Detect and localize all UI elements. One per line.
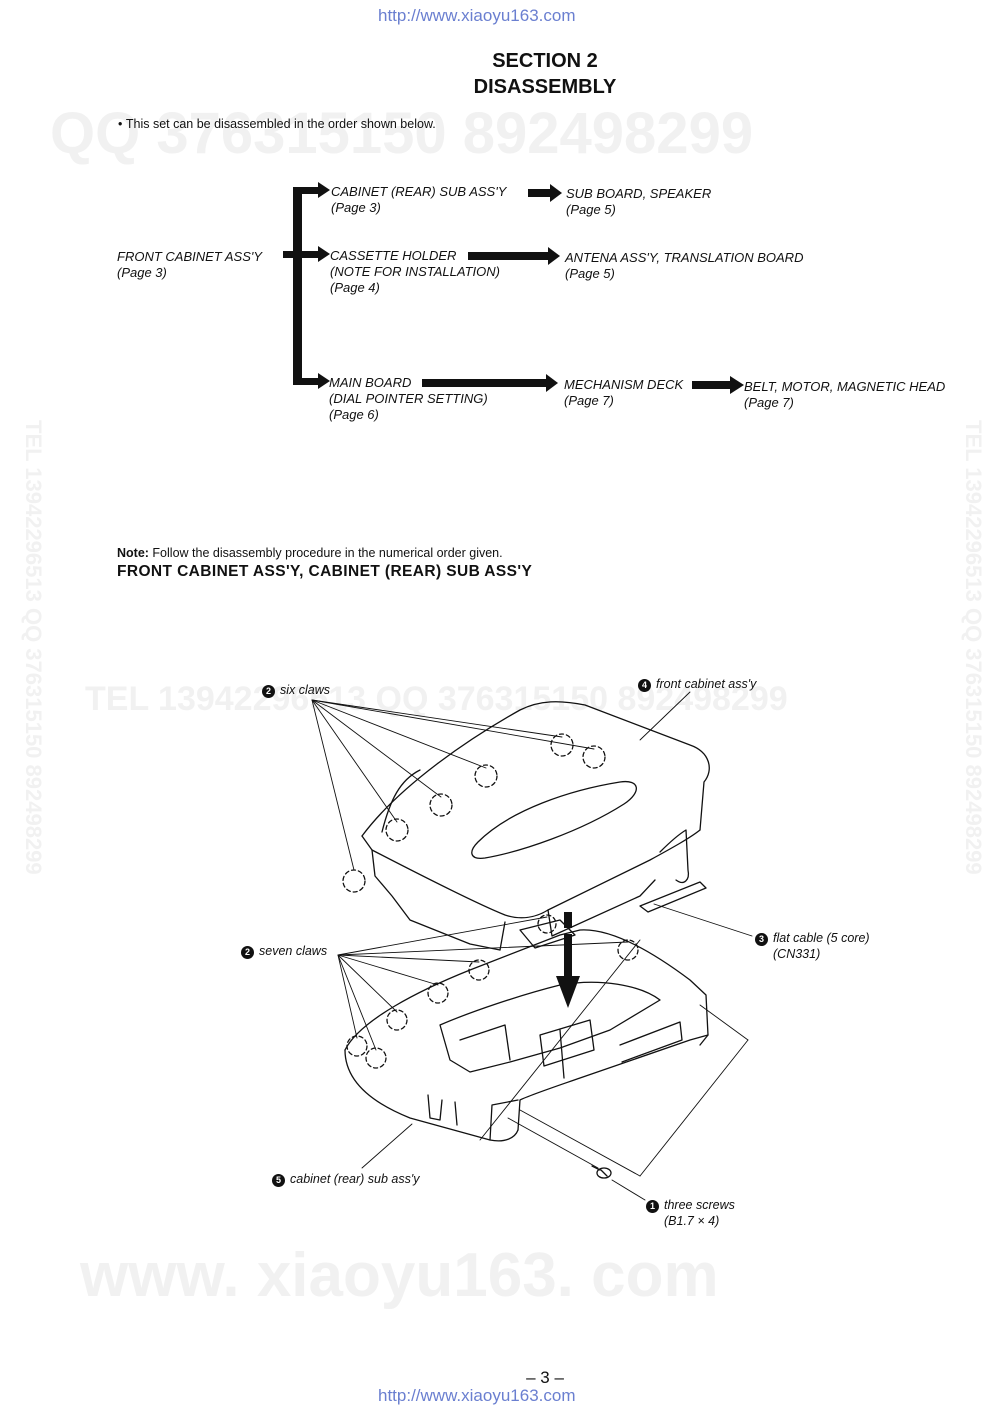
flow-cassette-note: (NOTE FOR INSTALLATION) xyxy=(330,264,500,279)
flow-belt-title: BELT, MOTOR, MAGNETIC HEAD xyxy=(744,379,946,394)
step-badge-5: 5 xyxy=(272,1174,285,1187)
flow-sub-board: SUB BOARD, SPEAKER (Page 5) xyxy=(566,186,711,218)
flow-main-board: MAIN BOARD (DIAL POINTER SETTING) (Page … xyxy=(329,375,488,423)
arrow-to-cabinet-rear xyxy=(293,187,319,194)
step-badge-1: 1 xyxy=(646,1200,659,1213)
bullet-icon: • xyxy=(118,117,126,131)
flow-belt: BELT, MOTOR, MAGNETIC HEAD (Page 7) xyxy=(744,379,945,411)
flow-root-page: (Page 3) xyxy=(117,265,167,280)
leader-front-cabinet xyxy=(639,691,691,741)
note-text: Follow the disassembly procedure in the … xyxy=(148,546,503,560)
note-label: Note: xyxy=(117,546,149,560)
callout-six-claws-text: six claws xyxy=(280,683,331,697)
arrow-to-cassette xyxy=(283,251,319,258)
watermark-qq: QQ 376315150 892498299 xyxy=(50,101,754,166)
flow-root: FRONT CABINET ASS'Y (Page 3) xyxy=(117,249,262,281)
callout-front-cabinet-text: front cabinet ass'y xyxy=(656,677,757,691)
arrow-to-belt xyxy=(692,381,732,389)
claw-circles xyxy=(342,733,639,1069)
callout-three-screws-text: three screws xyxy=(664,1198,735,1212)
bracket-bar xyxy=(293,187,302,385)
flow-belt-page: (Page 7) xyxy=(744,395,794,410)
flow-cabinet-rear: CABINET (REAR) SUB ASS'Y (Page 3) xyxy=(331,184,506,216)
callout-flat-cable: 3 flat cable (5 core) (CN331) xyxy=(755,930,870,962)
flow-mechanism-page: (Page 7) xyxy=(564,393,614,408)
callout-three-screws-size: (B1.7 × 4) xyxy=(664,1214,720,1228)
arrow-to-mechanism xyxy=(422,379,548,387)
flow-sub-board-title: SUB BOARD, SPEAKER xyxy=(566,186,712,201)
flow-cassette-title: CASSETTE HOLDER xyxy=(330,248,457,263)
step-badge-3: 3 xyxy=(755,933,768,946)
intro-text: • This set can be disassembled in the or… xyxy=(118,117,436,131)
callout-rear-cabinet-text: cabinet (rear) sub ass'y xyxy=(290,1172,420,1186)
header-url[interactable]: http://www.xiaoyu163.com xyxy=(378,6,576,25)
flow-cassette: CASSETTE HOLDER (NOTE FOR INSTALLATION) … xyxy=(330,248,500,296)
callout-rear-cabinet: 5 cabinet (rear) sub ass'y xyxy=(272,1171,420,1187)
procedure-title: FRONT CABINET ASS'Y, CABINET (REAR) SUB … xyxy=(117,563,533,580)
callout-front-cabinet: 4 front cabinet ass'y xyxy=(638,676,756,692)
callout-six-claws: 2 six claws xyxy=(262,682,330,698)
arrow-to-main-board xyxy=(293,378,319,385)
footer-url[interactable]: http://www.xiaoyu163.com xyxy=(378,1386,576,1405)
note-line: Note: Follow the disassembly procedure i… xyxy=(117,546,503,560)
arrow-to-sub-board xyxy=(528,189,552,197)
step-badge-2b: 2 xyxy=(241,946,254,959)
lift-direction-arrow xyxy=(556,912,580,1008)
watermark-tel: TEL 13942296513 QQ 376315150 892498299 xyxy=(85,680,788,718)
page-number: – 3 – xyxy=(526,1368,564,1387)
flow-mechanism: MECHANISM DECK (Page 7) xyxy=(564,377,683,409)
flow-cabinet-rear-page: (Page 3) xyxy=(331,200,381,215)
flow-mechanism-title: MECHANISM DECK xyxy=(564,377,684,392)
leader-six-claws xyxy=(311,699,595,871)
intro-label: This set can be disassembled in the orde… xyxy=(125,117,436,131)
leader-seven-claws xyxy=(337,916,629,1051)
callout-three-screws: 1 three screws (B1.7 × 4) xyxy=(646,1197,735,1229)
flow-main-board-note: (DIAL POINTER SETTING) xyxy=(329,391,488,406)
callout-seven-claws-text: seven claws xyxy=(259,944,328,958)
section-number: SECTION 2 xyxy=(492,50,598,72)
flow-main-board-title: MAIN BOARD xyxy=(329,375,412,390)
callout-flat-cable-text: flat cable (5 core) xyxy=(773,931,870,945)
watermark-site: www. xiaoyu163. com xyxy=(80,1241,719,1310)
flow-main-board-page: (Page 6) xyxy=(329,407,379,422)
leader-rear-cabinet xyxy=(361,1123,413,1169)
flow-sub-board-page: (Page 5) xyxy=(566,202,616,217)
flow-root-title: FRONT CABINET ASS'Y xyxy=(117,249,263,264)
step-badge-2: 2 xyxy=(262,685,275,698)
flow-cabinet-rear-title: CABINET (REAR) SUB ASS'Y xyxy=(331,184,507,199)
front-cabinet-shape xyxy=(361,701,710,951)
flow-antena: ANTENA ASS'Y, TRANSLATION BOARD (Page 5) xyxy=(565,250,803,282)
flow-antena-page: (Page 5) xyxy=(565,266,615,281)
leader-screws xyxy=(479,939,749,1201)
step-badge-4: 4 xyxy=(638,679,651,692)
screw-shape xyxy=(591,1165,612,1179)
callout-seven-claws: 2 seven claws xyxy=(241,943,327,959)
callout-flat-cable-code: (CN331) xyxy=(773,947,821,961)
flow-cassette-page: (Page 4) xyxy=(330,280,380,295)
rear-cabinet-shape xyxy=(344,929,709,1142)
arrow-to-antena xyxy=(468,252,550,260)
leader-flat-cable xyxy=(653,903,753,937)
flow-antena-title: ANTENA ASS'Y, TRANSLATION BOARD xyxy=(565,250,804,265)
section-title: DISASSEMBLY xyxy=(473,76,617,98)
